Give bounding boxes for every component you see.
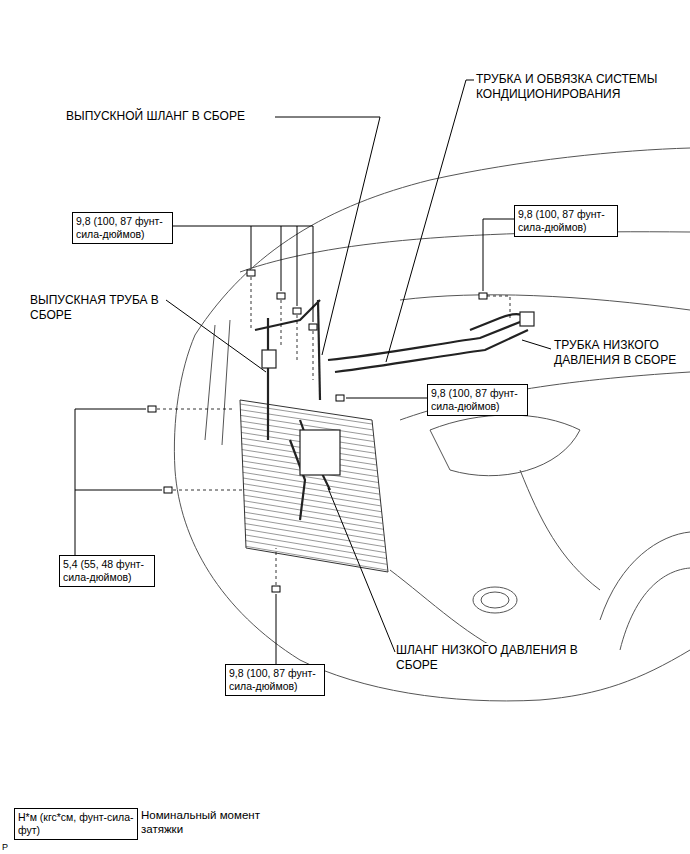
condenser-fin	[243, 489, 381, 511]
discharge-pipe	[267, 318, 269, 440]
low-pressure-tube	[328, 314, 524, 360]
headlight	[430, 415, 580, 476]
bolt	[336, 395, 344, 401]
compressor	[300, 430, 340, 475]
condenser-fin	[243, 478, 380, 500]
leader-line	[483, 219, 514, 291]
condenser-fin	[244, 501, 383, 524]
torque-box: 9,8 (100, 87 фунт-сила-дюймов)	[514, 205, 618, 237]
leader-line	[522, 340, 551, 349]
condenser-fin	[245, 524, 385, 547]
condenser-fin	[240, 410, 372, 430]
condenser-fin	[245, 535, 386, 559]
wheel-arch	[620, 568, 690, 650]
torque-value: 9,8 (100, 87 фунт-сила-дюймов)	[229, 667, 321, 693]
condenser-fin	[244, 495, 382, 517]
leader-line	[328, 488, 395, 652]
condenser-fin	[246, 546, 388, 570]
leader-line	[166, 300, 266, 372]
leader-line	[75, 409, 162, 555]
bolt	[164, 487, 172, 493]
part-name: ВЫПУСКНОЙ ШЛАНГ В СБОРЕ	[66, 109, 274, 124]
grille-line	[205, 320, 230, 445]
discharge-hose	[255, 300, 320, 330]
bolt	[309, 324, 317, 330]
bolt	[148, 406, 156, 412]
part-name: ТРУБКА И ОБВЯЗКА СИСТЕМЫ КОНДИЦИОНИРОВАН…	[476, 72, 686, 102]
hood-line	[240, 232, 690, 272]
torque-value: Н*м (кгс*см, фунт-сила-фут)	[18, 811, 134, 837]
bolt-path	[251, 277, 313, 380]
leader-line	[386, 80, 474, 362]
receiver	[262, 350, 276, 368]
part-name: ШЛАНГ НИЗКОГО ДАВЛЕНИЯ В СБОРЕ	[396, 643, 610, 673]
bolt	[293, 308, 301, 314]
hood-front	[400, 372, 690, 420]
condenser-fin	[246, 541, 387, 565]
torque-value: 9,8 (100, 87 фунт-сила-дюймов)	[76, 215, 169, 241]
leader-line	[346, 398, 427, 399]
bolt-path	[157, 409, 245, 490]
condenser-fin	[245, 529, 385, 552]
condenser-fin	[240, 404, 372, 424]
part-name: ВЫПУСКНАЯ ТРУБА В СБОРЕ	[30, 293, 165, 323]
bolt-path	[276, 548, 277, 585]
torque-value: 5,4 (55, 48 фунт-сила-дюймов)	[63, 558, 151, 584]
bolt-path	[487, 296, 510, 318]
leader-line	[173, 226, 313, 322]
torque-box: 9,8 (100, 87 фунт-сила-дюймов)	[225, 664, 325, 696]
legend-text: Номинальный момент затяжки	[141, 808, 271, 837]
bolt	[247, 270, 255, 276]
condenser-frame	[240, 400, 388, 572]
wheel-arch	[600, 532, 690, 620]
torque-value: 9,8 (100, 87 фунт-сила-дюймов)	[518, 208, 614, 234]
bracket	[520, 312, 534, 326]
condenser-fin	[243, 484, 380, 506]
leader-line	[275, 117, 380, 355]
bolt	[479, 293, 487, 299]
condenser-fin	[244, 506, 383, 529]
condenser-fin	[244, 512, 383, 535]
front-fascia	[174, 335, 300, 660]
fender-line	[520, 470, 600, 590]
condenser	[240, 400, 388, 572]
legend-box: Н*м (кгс*см, фунт-сила-фут)	[14, 808, 138, 840]
pipe	[318, 300, 320, 400]
bolt	[277, 293, 285, 299]
fog-light	[473, 587, 517, 613]
page-mark: P	[2, 842, 14, 853]
torque-value: 9,8 (100, 87 фунт-сила-дюймов)	[431, 387, 524, 413]
hood-edge	[195, 148, 690, 335]
torque-box: 5,4 (55, 48 фунт-сила-дюймов)	[59, 555, 155, 587]
fog-light	[481, 592, 509, 608]
part-name: ТРУБКА НИЗКОГО ДАВЛЕНИЯ В СБОРЕ	[554, 338, 678, 368]
hood-crease	[400, 295, 690, 310]
condenser-fin	[245, 518, 385, 541]
bolt	[272, 586, 280, 592]
torque-box: 9,8 (100, 87 фунт-сила-дюймов)	[72, 212, 173, 244]
torque-box: 9,8 (100, 87 фунт-сила-дюймов)	[427, 384, 528, 416]
leader-line	[276, 594, 277, 664]
ac-tube	[335, 330, 528, 372]
